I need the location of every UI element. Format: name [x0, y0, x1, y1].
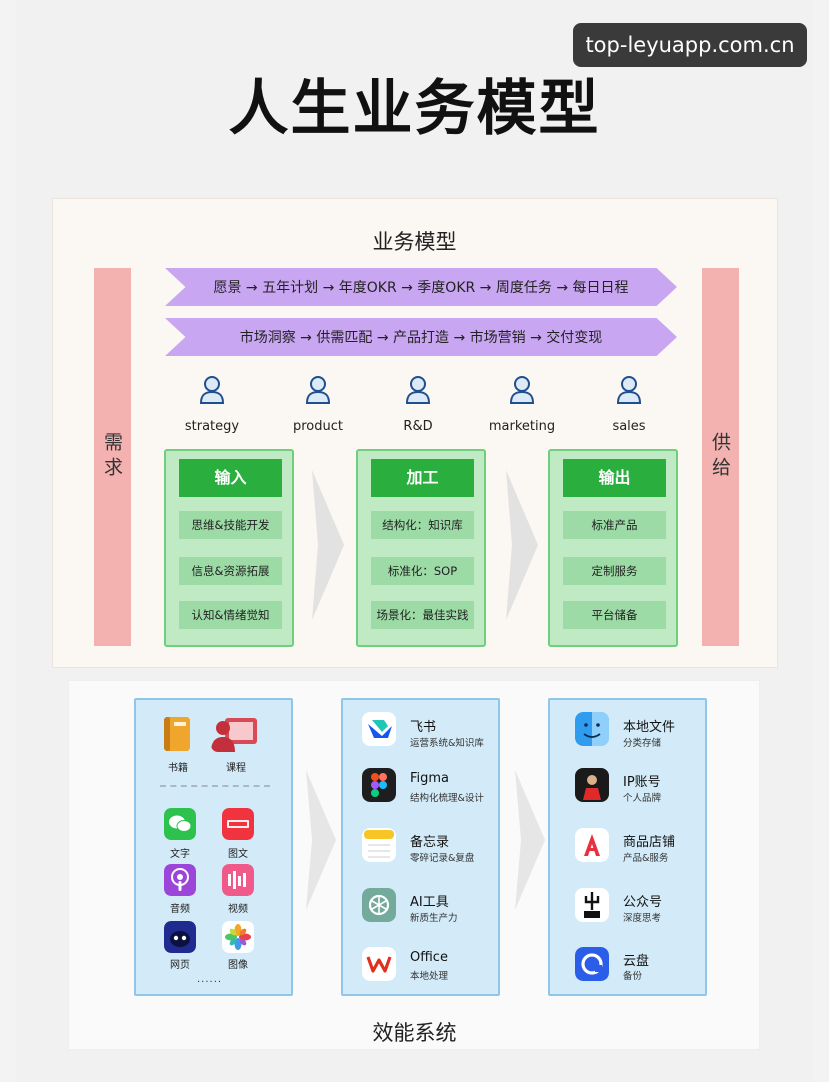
flow-arrow-icon [306, 770, 336, 910]
stage-item: 标准产品 [563, 511, 666, 539]
stage-item: 平台储备 [563, 601, 666, 629]
input-label: 网页 [170, 960, 190, 971]
role-marketing: marketing [477, 374, 567, 434]
tool-name: 备忘录 [410, 835, 450, 850]
book-icon [164, 717, 190, 751]
flow-arrow-icon [312, 470, 344, 620]
input-label: 音频 [170, 904, 190, 915]
business-model-title: 业务模型 [372, 230, 457, 254]
planning-flow-text: 愿景 → 五年计划 → 年度OKR → 季度OKR → 周度任务 → 每日日程 [213, 280, 629, 296]
input-label: 图文 [228, 849, 248, 860]
stage-item: 场景化：最佳实践 [371, 601, 474, 629]
output-desc: 产品&服务 [623, 853, 669, 864]
stage-output: 输出 标准产品 定制服务 平台储备 [548, 449, 678, 647]
role-product: product [273, 374, 363, 434]
role-label: marketing [488, 419, 556, 434]
role-label: product [292, 419, 343, 434]
person-icon [509, 376, 535, 404]
office-icon [362, 947, 396, 981]
official-account-icon [575, 888, 609, 922]
stage-item: 定制服务 [563, 557, 666, 585]
stage-title: 输出 [563, 459, 666, 497]
role-label: strategy [184, 419, 240, 434]
feishu-icon [362, 712, 396, 746]
figma-icon [362, 768, 396, 802]
role-label: R&D [403, 419, 433, 434]
person-icon [305, 376, 331, 404]
tool-desc: 结构化梳理&设计 [410, 793, 484, 804]
output-name: IP账号 [623, 775, 661, 790]
stage-title: 输入 [179, 459, 282, 497]
more-indicator: ...... [197, 974, 223, 985]
web-icon [164, 921, 196, 953]
stage-item: 思维&技能开发 [179, 511, 282, 539]
stage-item: 结构化：知识库 [371, 511, 474, 539]
stage-item: 认知&情绪觉知 [179, 601, 282, 629]
tool-name: Figma [410, 771, 450, 786]
input-label: 书籍 [168, 763, 188, 774]
tool-desc: 运营系统&知识库 [410, 738, 484, 749]
stage-title: 加工 [371, 459, 474, 497]
input-label: 图像 [228, 960, 248, 971]
output-name: 云盘 [623, 954, 650, 969]
wechat-icon [164, 808, 196, 840]
stage-item: 标准化：SOP [371, 557, 474, 585]
tool-desc: 新质生产力 [410, 913, 458, 924]
efficiency-system-title: 效能系统 [372, 1021, 457, 1045]
output-name: 商品店铺 [623, 835, 676, 850]
finder-icon [575, 712, 609, 746]
input-label: 文字 [170, 849, 190, 860]
tool-name: 飞书 [410, 720, 437, 735]
supply-label: 供给 [709, 432, 731, 482]
ip-account-icon [575, 768, 609, 802]
role-rd: R&D [373, 374, 463, 434]
flow-arrow-icon [506, 470, 538, 620]
flow-arrow-icon [515, 770, 545, 910]
input-label: 课程 [226, 763, 246, 774]
tool-name: AI工具 [410, 895, 449, 910]
notes-icon [362, 828, 396, 862]
photos-icon [222, 921, 254, 953]
market-flow-banner: 市场洞察 → 供需匹配 → 产品打造 → 市场营销 → 交付变现 [165, 318, 677, 356]
page-title: 人生业务模型 [228, 74, 601, 144]
role-strategy: strategy [167, 374, 257, 434]
planning-flow-banner: 愿景 → 五年计划 → 年度OKR → 季度OKR → 周度任务 → 每日日程 [165, 268, 677, 306]
role-label: sales [612, 419, 646, 434]
output-desc: 分类存储 [623, 738, 662, 749]
supply-bar: 供给 [702, 268, 739, 646]
podcast-icon [164, 864, 196, 896]
stage-item: 信息&资源拓展 [179, 557, 282, 585]
course-icon [211, 718, 257, 752]
person-icon [405, 376, 431, 404]
shop-icon [575, 828, 609, 862]
demand-label: 需求 [101, 432, 123, 482]
output-name: 本地文件 [623, 720, 676, 735]
watermark: top-leyuapp.com.cn [573, 23, 807, 67]
person-icon [616, 376, 642, 404]
divider [160, 785, 270, 787]
cloud-drive-icon [575, 947, 609, 981]
person-icon [199, 376, 225, 404]
input-label: 视频 [228, 904, 248, 915]
tool-desc: 本地处理 [410, 971, 449, 982]
stage-input: 输入 思维&技能开发 信息&资源拓展 认知&情绪觉知 [164, 449, 294, 647]
tool-desc: 零碎记录&复盘 [410, 853, 475, 864]
outputs-box [548, 698, 707, 996]
output-desc: 个人品牌 [623, 793, 662, 804]
market-flow-text: 市场洞察 → 供需匹配 → 产品打造 → 市场营销 → 交付变现 [239, 330, 603, 346]
output-desc: 深度思考 [623, 913, 662, 924]
stage-process: 加工 结构化：知识库 标准化：SOP 场景化：最佳实践 [356, 449, 486, 647]
role-sales: sales [584, 374, 674, 434]
ai-icon [362, 888, 396, 922]
output-desc: 备份 [623, 971, 643, 982]
xiaohongshu-icon [222, 808, 254, 840]
demand-bar: 需求 [94, 268, 131, 646]
video-icon [222, 864, 254, 896]
tool-name: Office [410, 950, 448, 965]
output-name: 公众号 [623, 895, 663, 910]
